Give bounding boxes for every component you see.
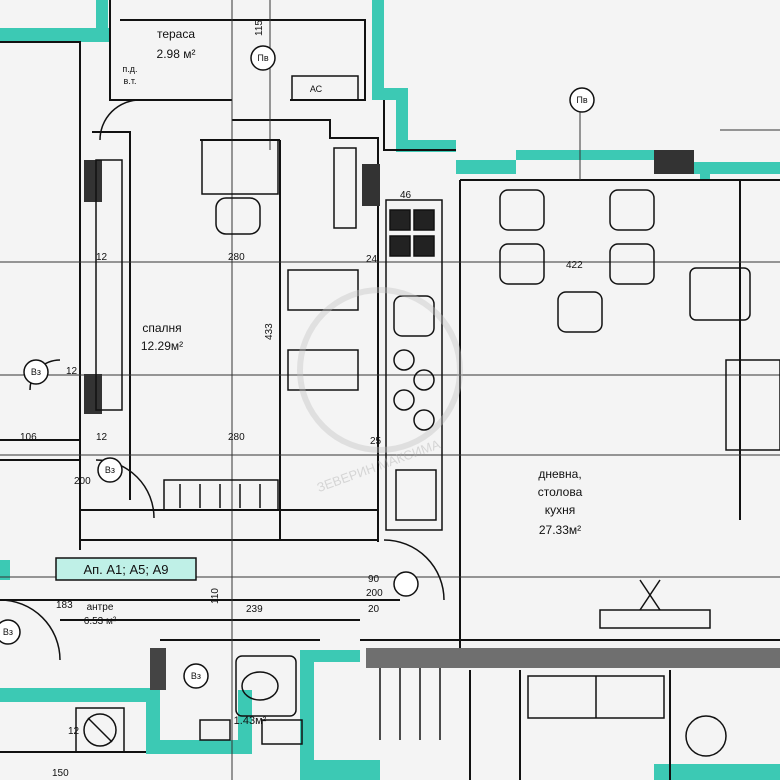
- dining-chair: [557, 291, 603, 333]
- dim-239: 239: [246, 604, 263, 615]
- bedroom-furniture: [95, 139, 357, 511]
- dim-46: 46: [400, 190, 412, 201]
- vs-marker: [97, 457, 123, 483]
- ac-unit-outline: [291, 75, 359, 101]
- living-name-2: столова: [538, 485, 583, 499]
- sofa: [725, 359, 780, 451]
- dim-106: 106: [20, 432, 37, 443]
- vs-marker: [0, 619, 21, 645]
- hall-area: 6.53 м²: [84, 616, 117, 627]
- pv-marker-2-text: Пв: [576, 95, 587, 105]
- radiator: [163, 479, 279, 511]
- shelf-right: [333, 147, 357, 229]
- terrace-area: 2.98 м²: [157, 47, 196, 61]
- vs-marker-2-text: Вз: [105, 465, 115, 475]
- washbasin: [199, 719, 231, 741]
- dim-115: 115: [254, 20, 265, 36]
- dining-chair: [499, 243, 545, 285]
- dim-20: 20: [368, 604, 380, 615]
- terrace-small-1: п.д.: [122, 64, 137, 74]
- dining-chair: [499, 189, 545, 231]
- wardrobe-left: [95, 159, 123, 411]
- vs-marker-4-text: Вз: [191, 671, 201, 681]
- dining-furniture: [499, 189, 780, 629]
- ac-unit-text: АС: [310, 84, 323, 94]
- living-name-1: дневна,: [538, 467, 581, 481]
- living-area: 27.33м²: [539, 523, 581, 537]
- bedroom-area: 12.29м²: [141, 339, 183, 353]
- hatched-walls: [84, 150, 780, 690]
- terrace-name: тераса: [157, 27, 195, 41]
- armchair: [689, 267, 751, 321]
- dim-280-top: 280: [228, 252, 245, 263]
- dim-12-b: 12: [66, 366, 78, 377]
- vs-marker: [23, 359, 49, 385]
- pv-marker-1-text: Пв: [257, 53, 268, 63]
- dim-12-d: 12: [68, 726, 80, 737]
- dim-90: 90: [368, 574, 380, 585]
- desk: [201, 139, 279, 195]
- apartment-label-text: Ап. А1; А5; А9: [83, 562, 168, 577]
- vs-marker: [183, 663, 209, 689]
- shower-tray: [261, 719, 303, 745]
- living-name-3: кухня: [545, 503, 576, 517]
- watermark: ЗЕВЕРИН МАКСИМА: [297, 287, 463, 495]
- dim-280-mid: 280: [228, 432, 245, 443]
- dim-200: 200: [74, 476, 91, 487]
- dim-110: 110: [210, 588, 221, 604]
- hall-name: антре: [87, 602, 114, 613]
- tv-console: [599, 609, 711, 629]
- apartment-label: Ап. А1; А5; А9: [55, 557, 197, 581]
- dining-chair: [609, 243, 655, 285]
- kitchen-counter: [385, 199, 443, 531]
- dining-chair: [609, 189, 655, 231]
- desk-chair: [215, 197, 261, 235]
- bedroom-name: спалня: [142, 321, 181, 335]
- wardrobe-partitions: [287, 269, 359, 391]
- dim-12-a: 12: [96, 252, 108, 263]
- pv-marker: [250, 45, 276, 71]
- dim-25: 25: [370, 436, 382, 447]
- dim-183: 183: [56, 600, 73, 611]
- dim-433: 433: [264, 323, 275, 340]
- dim-24: 24: [366, 254, 378, 265]
- marker-texts: Пв Пв Вз Вз Вз Вз АС п.д. в.т.: [3, 53, 588, 681]
- bathtub: [235, 655, 297, 717]
- dim-12-c: 12: [96, 432, 108, 443]
- vs-marker-1-text: Вз: [31, 367, 41, 377]
- dim-200-b: 200: [366, 588, 383, 599]
- terrace-small-2: в.т.: [124, 76, 137, 86]
- room-labels: тераса 2.98 м² спалня 12.29м² дневна, ст…: [84, 27, 583, 727]
- bathroom-fixtures: [75, 655, 303, 753]
- dim-150: 150: [52, 768, 69, 779]
- toilet: [241, 671, 279, 701]
- vs-marker-3-text: Вз: [3, 627, 13, 637]
- fan-marker: [393, 571, 419, 597]
- bathroom-area: 1.43м²: [234, 715, 267, 727]
- dimensions: 115 280 280 433 12 12 12 106 200 46 422 …: [20, 20, 583, 779]
- markers: [0, 45, 595, 689]
- dim-422: 422: [566, 260, 583, 271]
- neighbor-unit: [379, 668, 727, 757]
- boiler: [75, 707, 125, 753]
- pv-marker: [569, 87, 595, 113]
